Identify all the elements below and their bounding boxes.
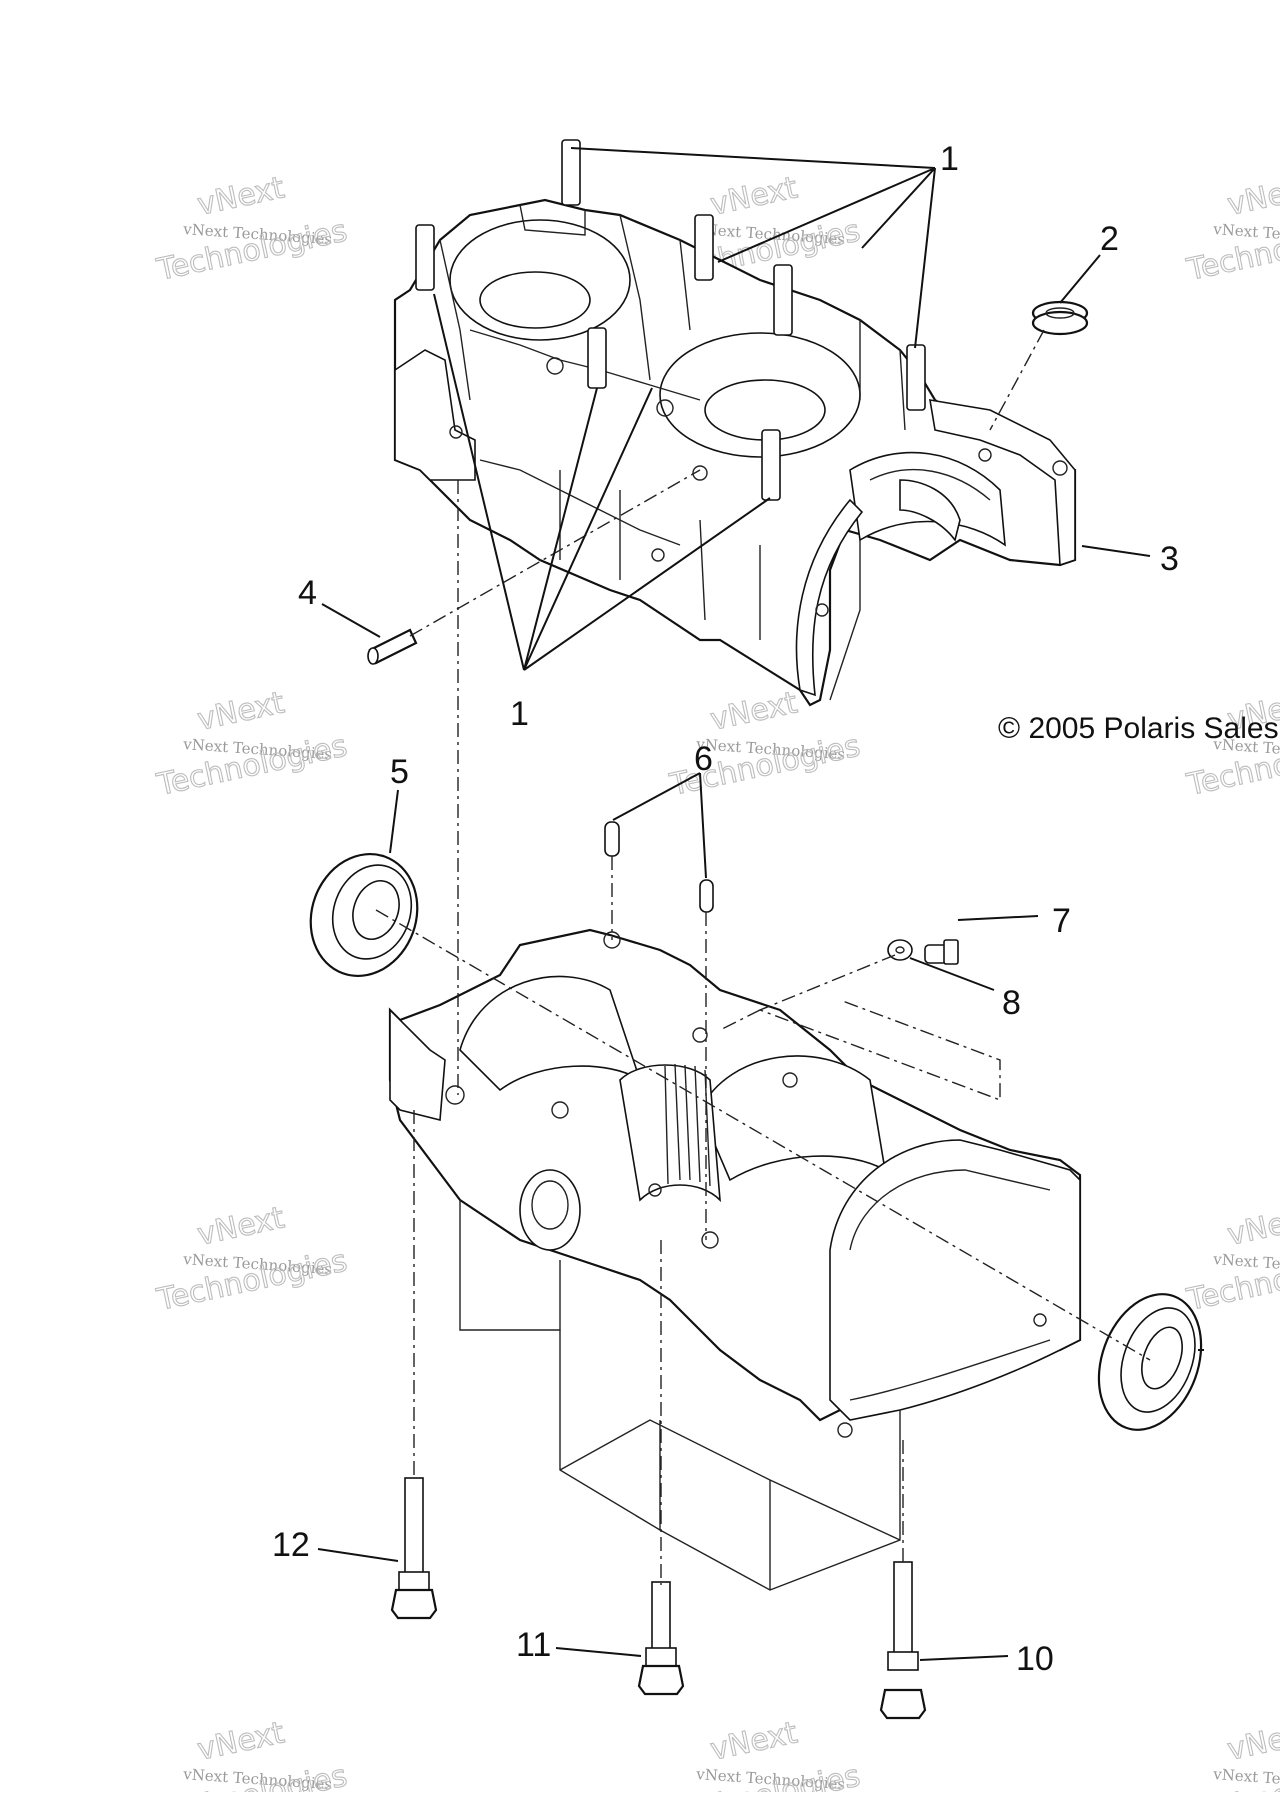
seal-left bbox=[309, 852, 419, 978]
bolt-10 bbox=[879, 1561, 927, 1720]
watermark-text: vNext bbox=[1224, 1715, 1280, 1768]
pin bbox=[367, 628, 418, 665]
watermark-text: vNext bbox=[194, 170, 287, 223]
upper-crankcase bbox=[393, 139, 1077, 707]
leader-lines bbox=[317, 147, 1204, 1661]
callout-label: 3 bbox=[1160, 540, 1179, 578]
seal-right bbox=[1097, 1293, 1203, 1431]
stud-set bbox=[415, 139, 926, 501]
watermark-text: vNext bbox=[707, 1715, 800, 1768]
callout-label: 11 bbox=[516, 1626, 551, 1664]
copyright-notice: © 2005 Polaris Sales bbox=[998, 712, 1279, 745]
watermark-text: vNext bbox=[194, 685, 287, 738]
watermark-text: vNext bbox=[1224, 1200, 1280, 1253]
callout-label: 1 bbox=[510, 695, 529, 733]
watermark-text: vNext bbox=[194, 1200, 287, 1253]
watermark-text: vNext bbox=[707, 685, 800, 738]
watermark-text: vNext bbox=[1224, 170, 1280, 223]
bolt-11 bbox=[637, 1581, 685, 1696]
callout-label: 7 bbox=[1052, 902, 1071, 940]
watermark-text: vNext bbox=[707, 170, 800, 223]
watermark-text: vNext bbox=[194, 1715, 287, 1768]
callout-label: 12 bbox=[272, 1526, 310, 1564]
callout-label: 10 bbox=[1016, 1640, 1054, 1678]
callout-label: 8 bbox=[1002, 984, 1021, 1022]
callout-label: 2 bbox=[1100, 220, 1119, 258]
callout-labels: 1 1 2 3 4 5 6 7 8 10 11 12 bbox=[272, 140, 1179, 1678]
lower-crankcase bbox=[388, 928, 1082, 1591]
callout-label: 6 bbox=[694, 740, 713, 778]
grommet bbox=[1031, 300, 1089, 336]
callout-label: 1 bbox=[940, 140, 959, 178]
callout-label: 5 bbox=[390, 753, 409, 791]
assembly-lines bbox=[375, 329, 1151, 1585]
drain-plug bbox=[924, 939, 959, 965]
callout-label: 4 bbox=[298, 574, 317, 612]
bolt-12 bbox=[390, 1477, 438, 1620]
dowel-pins bbox=[604, 821, 714, 913]
